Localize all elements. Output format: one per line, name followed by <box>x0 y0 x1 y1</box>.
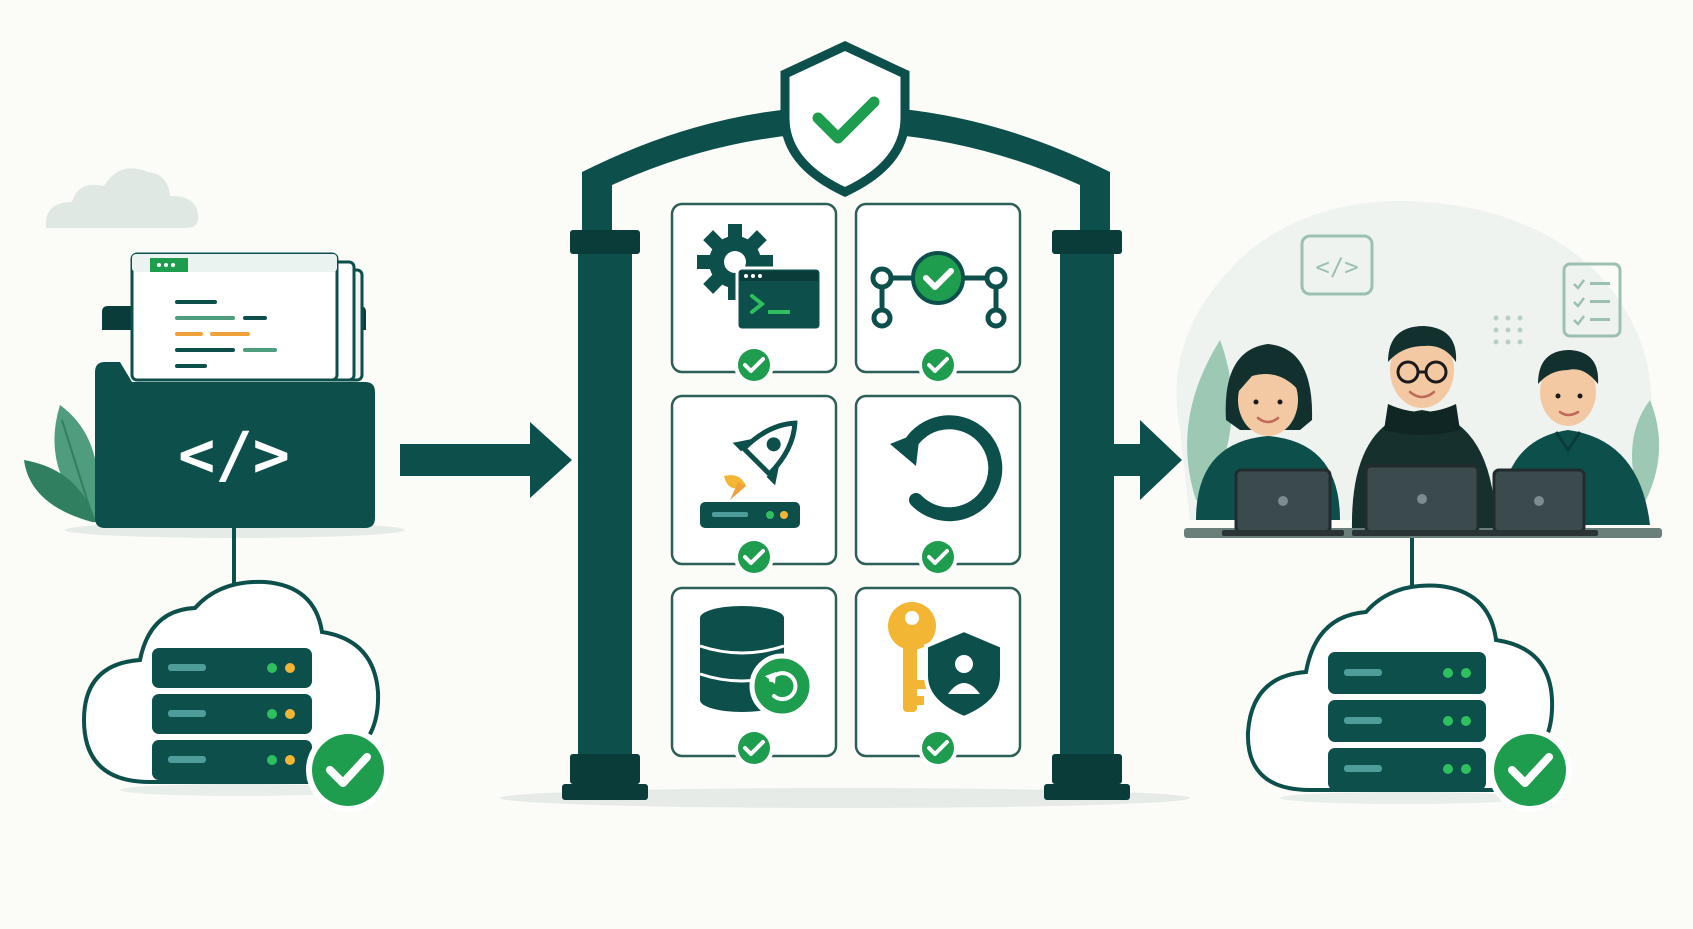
workflow-check-icon <box>870 251 1008 329</box>
rocket-deploy-icon <box>700 420 800 528</box>
server-rack-right <box>1328 652 1486 790</box>
floating-code-symbol-icon: </> <box>1315 253 1358 281</box>
check-badge <box>918 537 958 577</box>
laptop-1 <box>1222 468 1344 536</box>
document-stack <box>130 252 364 382</box>
arrow-right-icon <box>1110 420 1182 500</box>
check-panel-1 <box>670 202 838 385</box>
laptop-2 <box>1352 464 1492 536</box>
cloud-server-right <box>1245 583 1572 812</box>
database-backup-icon <box>699 606 815 719</box>
shield-check-icon <box>780 41 910 197</box>
cloud-server-left <box>81 579 390 812</box>
check-badge <box>918 728 958 768</box>
laptop-3 <box>1480 468 1598 536</box>
dot-grid-decoration <box>1493 315 1523 345</box>
background-cloud <box>45 168 199 228</box>
check-panel-6 <box>854 586 1022 768</box>
check-panel-grid <box>670 202 1022 768</box>
check-badge <box>918 345 958 385</box>
leaf-decoration-left <box>24 405 99 523</box>
server-rack-left <box>152 648 312 780</box>
arrow-right-icon <box>400 422 572 498</box>
floating-checklist-icon <box>1562 262 1622 338</box>
code-folder: </> <box>95 252 375 528</box>
check-badge <box>734 537 774 577</box>
check-badge <box>734 728 774 768</box>
check-panel-2 <box>854 202 1022 385</box>
team-desk <box>1184 464 1662 538</box>
check-badge <box>734 345 774 385</box>
check-panel-4 <box>854 394 1022 577</box>
rollback-icon <box>890 415 1003 522</box>
floating-code-card: </> <box>1300 234 1374 296</box>
check-badge-right <box>1488 728 1572 812</box>
gate-shadow <box>500 788 1190 808</box>
check-panel-5 <box>670 586 838 768</box>
code-symbol-icon: </> <box>178 418 290 491</box>
check-badge-left <box>306 728 390 812</box>
security-gateway-arch <box>562 41 1130 800</box>
check-panel-3 <box>670 394 838 577</box>
key-access-icon <box>888 602 1004 721</box>
